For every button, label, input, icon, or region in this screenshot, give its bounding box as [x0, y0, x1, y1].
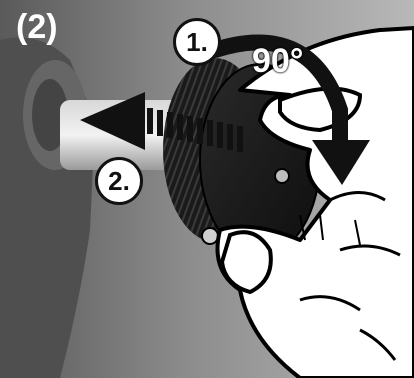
callout-step-1: 1.	[173, 18, 221, 66]
step-label: (2)	[16, 10, 58, 44]
callout-step-2: 2.	[95, 157, 143, 205]
knob-screw	[275, 169, 289, 183]
knob-screw-lower	[202, 228, 218, 244]
rotation-angle-label: 90°	[252, 44, 303, 78]
